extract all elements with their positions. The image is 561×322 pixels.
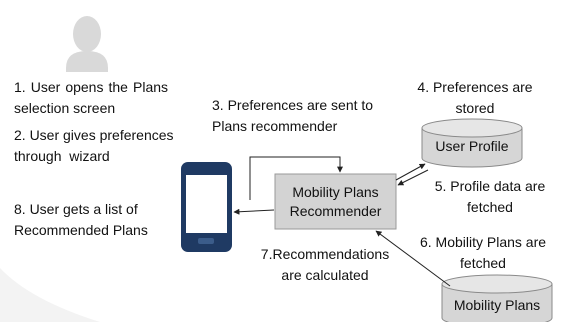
recommender-label: Mobility Plans Recommender bbox=[289, 184, 382, 219]
step-1-label: 1. User opens the Plans selection screen bbox=[14, 79, 169, 116]
step-2-label: 2. User gives preferences through wizard bbox=[14, 127, 174, 164]
step-4-label: 4. Preferences are stored bbox=[417, 79, 533, 116]
mobility-plans-label: Mobility Plans bbox=[453, 297, 541, 313]
step-3-label: 3. Preferences are sent to Plans recomme… bbox=[212, 97, 374, 134]
recommender-box bbox=[274, 173, 397, 230]
user-profile-database bbox=[421, 118, 523, 168]
arrow-phone-to-recommender bbox=[249, 156, 343, 200]
arrow-recommender-to-phone bbox=[233, 208, 275, 215]
arrow-plans-to-recommender bbox=[375, 230, 451, 287]
arrow-profile-to-recommender bbox=[397, 169, 429, 186]
step-6-label: 6. Mobility Plans are fetched bbox=[419, 234, 547, 271]
arrow-recommender-to-profile bbox=[395, 163, 426, 181]
mobility-plans-database bbox=[441, 274, 553, 322]
step-8-label: 8. User gets a list of Recommended Plans bbox=[14, 201, 148, 238]
user-profile-label: User Profile bbox=[435, 138, 509, 154]
step-5-label: 5. Profile data are fetched bbox=[434, 178, 546, 215]
smartphone-icon bbox=[181, 162, 232, 252]
step-7-label: 7.Recommendations are calculated bbox=[260, 246, 390, 283]
user-avatar-icon bbox=[66, 16, 108, 72]
background-swoosh bbox=[0, 268, 100, 322]
